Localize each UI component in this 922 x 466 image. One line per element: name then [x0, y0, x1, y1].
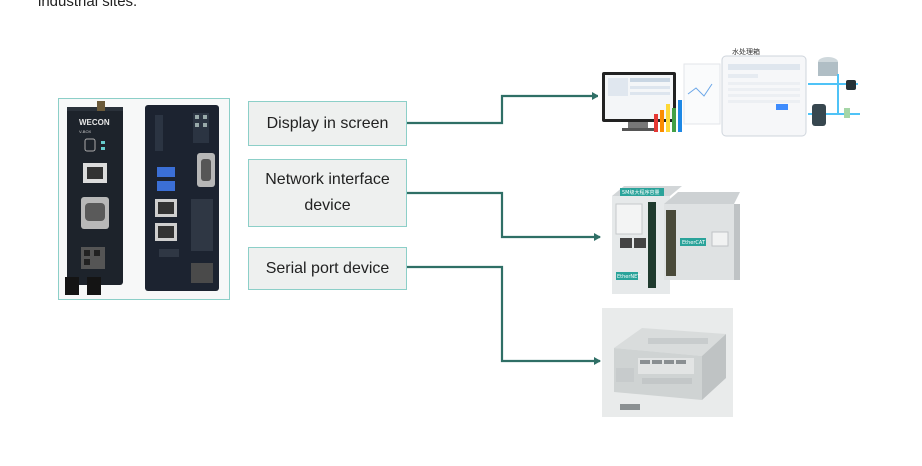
serial-port-device-label: Serial port device	[248, 247, 407, 290]
display-screen-image: 水处理箱	[598, 44, 864, 140]
serial-port-device-text: Serial port device	[265, 259, 390, 277]
arrow-display-to-screen	[407, 92, 599, 125]
network-interface-device-text: Network interface device	[265, 167, 390, 219]
arrow-serial-to-device	[407, 265, 601, 365]
vbox-device-photo: WECON V-BOX	[58, 98, 230, 300]
screen-dashboard-illustration: 水处理箱	[602, 47, 860, 137]
display-in-screen-text: Display in screen	[266, 114, 389, 132]
network-interface-device-label: Network interface device	[248, 159, 407, 227]
vbox-device-illustration: WECON V-BOX	[65, 101, 219, 295]
network-device-image: 5M级大程序容量 EtherNET EtherCAT	[602, 180, 742, 298]
display-in-screen-label: Display in screen	[248, 101, 407, 146]
network-label-line1: Network interface	[265, 171, 390, 188]
network-tag-ethernet: EtherNET	[617, 274, 641, 280]
model-label: V-BOX	[79, 129, 92, 134]
brand-label: WECON	[79, 118, 110, 127]
serial-plc-illustration	[602, 308, 733, 417]
screen-title: 水处理箱	[732, 47, 760, 56]
intro-text-fragment: industrial sites.	[38, 0, 138, 10]
network-plc-illustration: 5M级大程序容量 EtherNET EtherCAT	[612, 186, 740, 294]
network-tag-ethercat: EtherCAT	[682, 240, 706, 246]
serial-device-image	[602, 308, 733, 417]
network-label-line2: device	[304, 197, 351, 214]
network-tag-top: 5M级大程序容量	[622, 189, 660, 196]
arrow-network-to-device	[407, 191, 601, 241]
